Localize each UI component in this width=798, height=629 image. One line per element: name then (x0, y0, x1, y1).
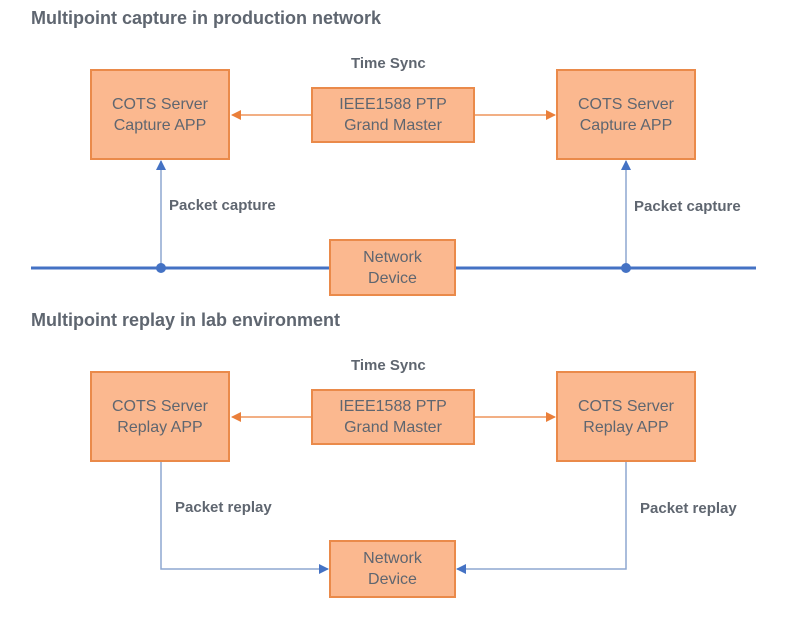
capture-left-server-line1: COTS Server (111, 95, 208, 113)
capture-time-sync-label: Time Sync (351, 55, 426, 72)
replay-left-server-line1: COTS Server (111, 397, 208, 415)
capture-right-server-line1: COTS Server (577, 95, 674, 113)
replay-link-right (456, 462, 627, 574)
capture-left-server-line2: Capture APP (113, 116, 207, 134)
replay-right-link-label: Packet replay (640, 500, 737, 517)
replay-left-link-label: Packet replay (175, 499, 272, 516)
capture-right-server-line2: Capture APP (579, 116, 673, 134)
capture-tap-point-right (621, 263, 631, 273)
capture-grandmaster-line1: IEEE1588 PTP (339, 96, 447, 113)
capture-network-device-line2: Device (368, 269, 417, 287)
capture-section-title: Multipoint capture in production network (31, 8, 381, 28)
capture-network-device-line1: Network (363, 248, 422, 266)
capture-left-server-box: COTS Server Capture APP (90, 69, 230, 160)
replay-section-title: Multipoint replay in lab environment (31, 310, 341, 330)
replay-left-server-box: COTS Server Replay APP (90, 371, 230, 462)
replay-right-server-line1: COTS Server (577, 397, 674, 415)
replay-grandmaster-line2: Grand Master (344, 419, 442, 436)
replay-grandmaster-box: IEEE1588 PTP Grand Master (311, 389, 475, 445)
capture-right-server-box: COTS Server Capture APP (556, 69, 696, 160)
capture-tap-point-left (156, 263, 166, 273)
capture-right-link-label: Packet capture (634, 198, 741, 215)
replay-grandmaster-line1: IEEE1588 PTP (339, 398, 447, 415)
replay-left-server-line2: Replay APP (117, 418, 203, 436)
replay-right-server-box: COTS Server Replay APP (556, 371, 696, 462)
capture-grandmaster-line2: Grand Master (344, 117, 442, 134)
replay-time-sync-label: Time Sync (351, 357, 426, 374)
replay-right-server-line2: Replay APP (583, 418, 669, 436)
capture-network-device-box: Network Device (329, 239, 456, 296)
replay-link-left (160, 462, 329, 574)
capture-left-link-label: Packet capture (169, 197, 276, 214)
replay-network-device-line2: Device (368, 571, 417, 588)
replay-network-device-line1: Network (363, 550, 422, 567)
replay-network-device-box: Network Device (329, 540, 456, 598)
capture-grandmaster-box: IEEE1588 PTP Grand Master (311, 87, 475, 143)
